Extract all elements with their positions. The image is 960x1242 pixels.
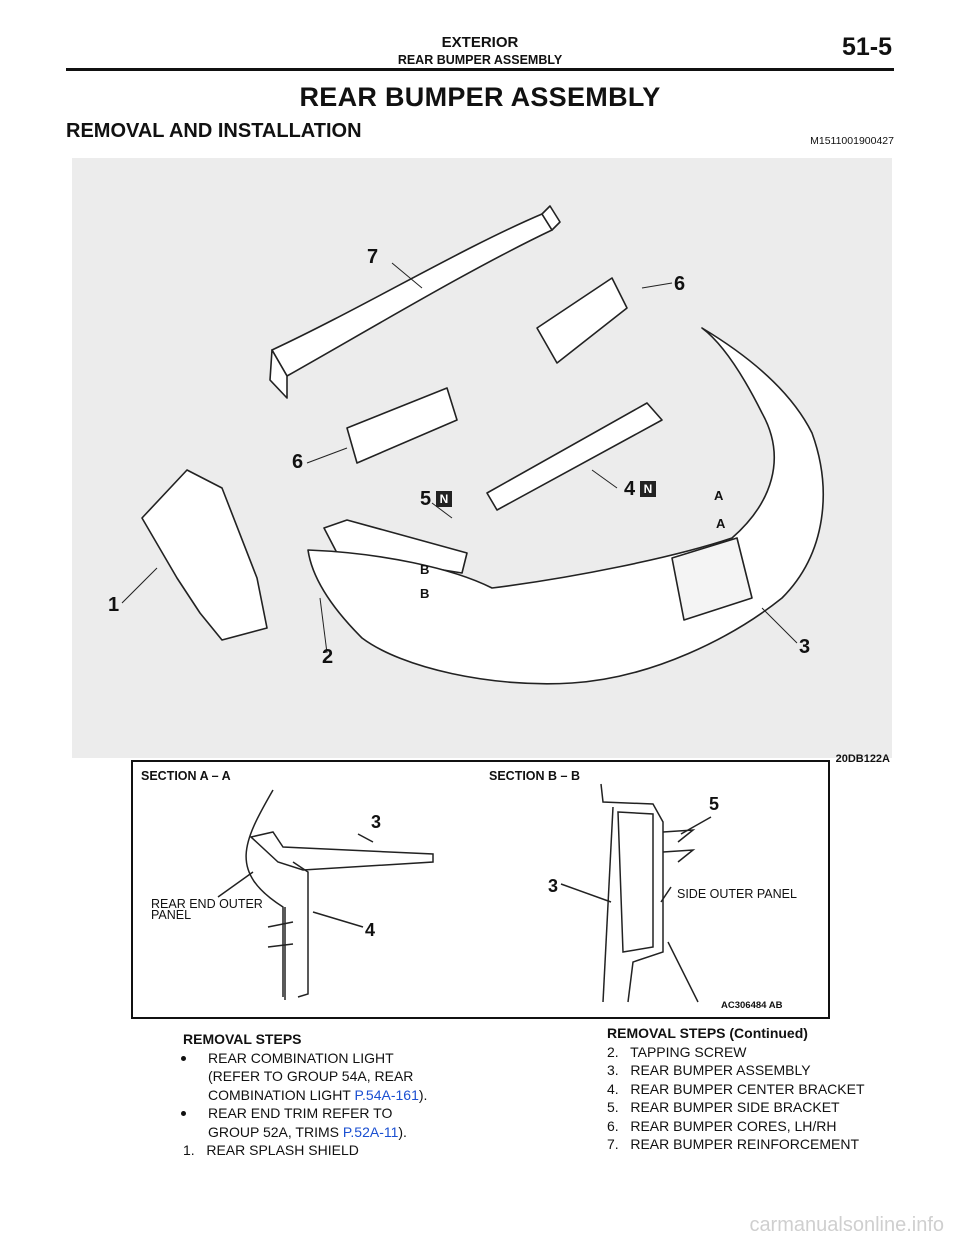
step-3: 3. REAR BUMPER ASSEMBLY	[607, 1062, 811, 1078]
removal-steps-left: REMOVAL STEPS REAR COMBINATION LIGHT (RE…	[181, 1030, 483, 1160]
step-text: (REFER TO GROUP 54A, REAR	[208, 1068, 414, 1084]
section-a-title: SECTION A – A	[141, 769, 231, 783]
section-b-callout-5: 5	[709, 794, 720, 814]
removal-steps-continued-heading: REMOVAL STEPS (Continued)	[607, 1025, 808, 1041]
callout-3: 3	[799, 636, 811, 658]
step-7: 7. REAR BUMPER REINFORCEMENT	[607, 1136, 860, 1152]
step-text: GROUP 52A, TRIMS	[208, 1123, 343, 1140]
side-bracket	[323, 519, 468, 574]
section-b-callout-3: 3	[548, 876, 559, 896]
section-title: EXTERIOR	[441, 34, 519, 51]
link-p52a-11[interactable]: P.52A-11	[342, 1123, 399, 1140]
step-6: 6. REAR BUMPER CORES, LH/RH	[607, 1117, 837, 1134]
step-4: 4. REAR BUMPER CENTER BRACKET	[607, 1080, 865, 1097]
exploded-view-drawing	[121, 205, 824, 685]
page-number: 51-5	[841, 33, 892, 61]
new-part-marker-4: N	[640, 481, 656, 497]
step-text: GROUP 52A, TRIMS P.52A-11).	[208, 1123, 483, 1142]
section-code-suffix: AB	[768, 1000, 783, 1011]
callout-7: 7	[367, 246, 379, 268]
new-part-marker-5: N	[436, 491, 452, 507]
callout-6-upper: 6	[674, 273, 686, 295]
section-a-callout-3: 3	[371, 812, 382, 832]
bullet-dot	[181, 1055, 186, 1061]
section-a-callout-4: 4	[365, 920, 376, 940]
page-title: REAR BUMPER ASSEMBLY	[299, 82, 661, 112]
subsection-title: REAR BUMPER ASSEMBLY	[397, 53, 563, 67]
removal-steps-right: REMOVAL STEPS (Continued) 2. TAPPING SCR…	[607, 1024, 907, 1154]
rear-end-outer-panel-label: REAR END OUTER PANEL	[151, 897, 263, 922]
section-views-box: SECTION A – A SECTION B – B 3 4 REAR END…	[131, 760, 830, 1019]
section-code-number: AC306484	[721, 1000, 767, 1011]
section-b-title: SECTION B – B	[489, 769, 580, 783]
side-outer-panel-label: SIDE OUTER PANEL	[677, 887, 797, 901]
figure-code: 20DB122A	[835, 753, 890, 765]
callout-5: 5	[420, 488, 432, 510]
step-text: COMBINATION LIGHT	[208, 1086, 355, 1103]
removal-steps-heading: REMOVAL STEPS	[183, 1031, 302, 1047]
section-marker-b-lower: B	[420, 586, 430, 601]
document-id: M1511001900427	[810, 135, 894, 147]
callout-4: 4	[624, 478, 636, 500]
watermark-footer: carmanualsonline.info	[749, 1214, 944, 1236]
splash-shield	[141, 469, 268, 641]
section-drawing	[217, 783, 712, 1003]
step-text: REAR END TRIM REFER TO	[208, 1105, 393, 1121]
bumper-core-rh	[536, 277, 628, 364]
step-text: ).	[398, 1123, 407, 1140]
section-code: AC306484 AB	[721, 1000, 782, 1011]
step-5: 5. REAR BUMPER SIDE BRACKET	[607, 1099, 840, 1115]
reinforcement-beam	[271, 213, 553, 377]
step-text: COMBINATION LIGHT P.54A-161).	[208, 1086, 483, 1105]
step-text: REAR COMBINATION LIGHT	[208, 1049, 394, 1066]
section-marker-a-upper: A	[714, 488, 724, 503]
bullet-rear-combination-light: REAR COMBINATION LIGHT (REFER TO GROUP 5…	[181, 1049, 483, 1105]
section-marker-b-upper: B	[420, 562, 430, 577]
bullet-rear-end-trim: REAR END TRIM REFER TO GROUP 52A, TRIMS …	[181, 1104, 483, 1142]
step-2: 2. TAPPING SCREW	[607, 1043, 747, 1060]
rear-end-outer-panel-label-line2: PANEL	[151, 908, 192, 922]
center-bracket	[486, 402, 663, 511]
page-subtitle: REMOVAL AND INSTALLATION	[66, 120, 362, 142]
step-1: 1. REAR SPLASH SHIELD	[183, 1142, 359, 1158]
link-p54a-161[interactable]: P.54A-161	[354, 1086, 419, 1103]
section-marker-a-lower: A	[716, 516, 726, 531]
bumper-core-lh	[346, 387, 458, 464]
rear-end-outer-panel-label-line1: REAR END OUTER	[151, 897, 263, 911]
callout-6-lower: 6	[292, 451, 304, 473]
bumper-fascia	[307, 327, 824, 685]
bullet-dot	[181, 1111, 186, 1116]
exploded-view-figure: 7 6 6 5 N 4 N 1 2 3 A A B B	[72, 158, 892, 758]
step-text: ).	[418, 1086, 428, 1103]
callout-1: 1	[108, 594, 120, 616]
callout-2: 2	[322, 646, 334, 668]
header-rule	[66, 68, 894, 71]
